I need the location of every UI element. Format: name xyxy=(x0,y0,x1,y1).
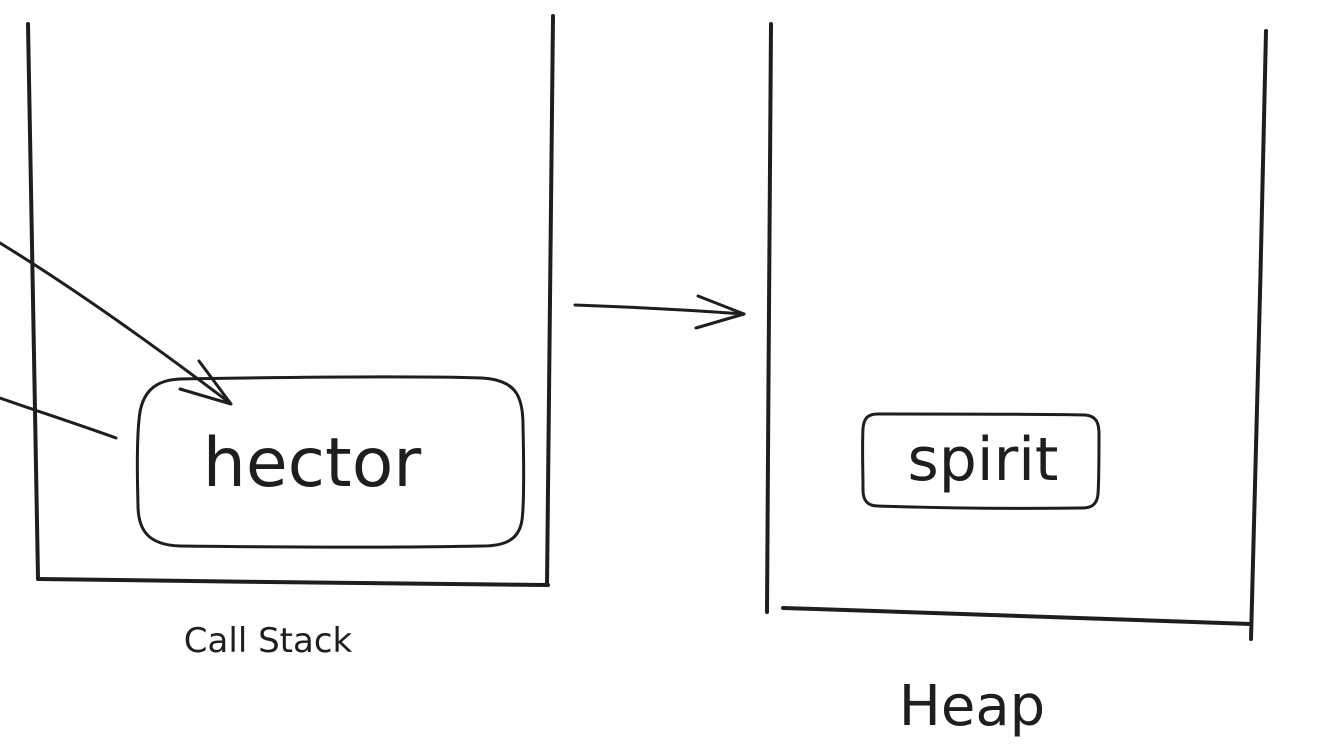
call-stack-label: Call Stack xyxy=(184,621,353,661)
spirit-box-outline xyxy=(861,412,1101,510)
heap-right-wall xyxy=(1249,29,1268,641)
heap-bottom xyxy=(781,606,1253,626)
incoming-arrow-head-icon xyxy=(178,359,233,406)
hector-box-outline xyxy=(135,375,526,549)
hector-label: hector xyxy=(203,424,422,503)
incoming-line xyxy=(0,396,118,440)
spirit-label: spirit xyxy=(908,425,1059,495)
call-stack-bottom xyxy=(36,577,550,587)
stack-to-heap-arrow-head-icon xyxy=(694,294,746,330)
stack-to-heap-arrow-shaft xyxy=(573,303,746,316)
incoming-arrow xyxy=(0,241,233,406)
stack-to-heap-arrow xyxy=(573,294,746,330)
heap-label: Heap xyxy=(899,674,1045,739)
spirit-box: spirit xyxy=(861,412,1101,510)
call-stack-right-wall xyxy=(545,14,555,587)
call-stack-left-wall xyxy=(26,22,40,580)
heap-container xyxy=(765,22,1268,641)
heap-left-wall xyxy=(765,22,773,614)
hector-box: hector xyxy=(135,375,526,549)
incoming-arrow-shaft xyxy=(0,241,232,405)
call-stack-container xyxy=(26,14,555,587)
